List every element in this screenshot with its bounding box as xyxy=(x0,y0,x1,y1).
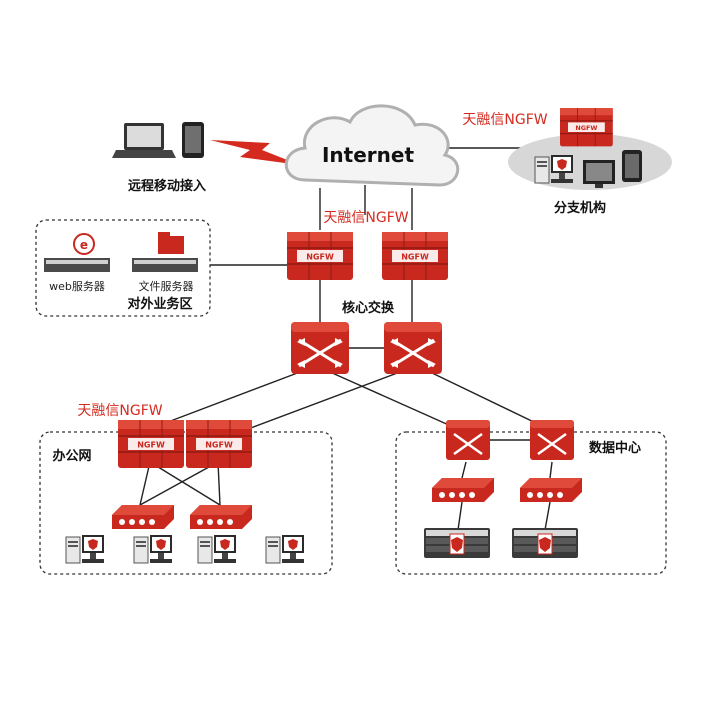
dc-switch-2 xyxy=(528,418,576,462)
web-server-icon: e xyxy=(44,233,110,272)
office-workstation-3 xyxy=(197,534,237,564)
dc-server-rack-2 xyxy=(511,527,579,559)
tablet-icon xyxy=(182,122,204,158)
core-switch-label: 核心交换 xyxy=(342,300,395,316)
office-router-2 xyxy=(190,505,252,529)
remote-access-group: 远程移动接入 xyxy=(112,122,206,194)
web-server-label: web服务器 xyxy=(49,280,105,293)
dc-switch-1 xyxy=(444,418,492,462)
ofw2-to-r1-line xyxy=(139,461,219,506)
svg-text:e: e xyxy=(80,238,88,252)
datacenter-zone-label: 数据中心 xyxy=(589,440,641,456)
office-router-1 xyxy=(112,505,174,529)
dc-sw1-to-router-line xyxy=(461,461,467,479)
connection-lines xyxy=(139,147,553,531)
dc-router2-to-rack-line xyxy=(544,501,551,531)
office-ngfw-label: 天融信NGFW xyxy=(77,403,162,419)
dmz-zone: e web服务器 文件服务器 对外业务区 xyxy=(35,219,211,317)
branch-label: 分支机构 xyxy=(554,200,606,216)
file-server-label: 文件服务器 xyxy=(139,279,194,293)
dc-router-2 xyxy=(520,478,582,502)
branch-ngfw-label: 天融信NGFW xyxy=(462,112,547,128)
office-workstation-1 xyxy=(65,534,105,564)
branch-tablet-icon xyxy=(622,150,642,182)
branch-group: 天融信NGFW 分支机构 xyxy=(462,107,672,216)
core-ngfw-label: 天融信NGFW xyxy=(323,210,408,226)
core-firewall-2 xyxy=(381,231,449,281)
dc-router-1 xyxy=(432,478,494,502)
cloud-icon xyxy=(284,104,460,187)
laptop-icon xyxy=(112,123,176,158)
ofw1-to-r2-line xyxy=(149,461,221,506)
switch2-to-dc2-line xyxy=(429,371,541,426)
office-firewall-2 xyxy=(185,419,253,469)
dc-sw2-to-router-line xyxy=(549,461,553,479)
dc-server-rack-1 xyxy=(423,527,491,559)
office-firewall-1 xyxy=(117,419,185,469)
lightning-link-icon xyxy=(210,140,300,165)
core-switch-1 xyxy=(289,320,351,376)
ofw1-to-r1-line xyxy=(139,461,151,506)
switch2-to-officefw2-line xyxy=(239,371,401,433)
datacenter-zone: 数据中心 xyxy=(395,418,667,575)
office-zone: 天融信NGFW 办公网 xyxy=(39,403,333,575)
core-firewall-1 xyxy=(286,231,354,281)
switch1-to-officefw1-line xyxy=(159,371,301,426)
branch-monitor-icon xyxy=(583,160,615,188)
dmz-zone-label: 对外业务区 xyxy=(127,296,192,312)
office-zone-label: 办公网 xyxy=(52,448,91,464)
ofw2-to-r2-line xyxy=(217,461,221,506)
office-workstation-2 xyxy=(133,534,173,564)
internet-label: Internet xyxy=(322,143,414,167)
dc-router1-to-rack-line xyxy=(457,501,463,531)
file-server-icon xyxy=(132,232,198,272)
remote-access-label: 远程移动接入 xyxy=(128,178,206,194)
internet-cloud: Internet xyxy=(284,104,460,187)
core-switch-2 xyxy=(382,320,444,376)
branch-firewall-icon xyxy=(559,107,614,147)
office-workstation-4 xyxy=(265,534,305,564)
switch1-to-dc1-line xyxy=(329,371,461,431)
